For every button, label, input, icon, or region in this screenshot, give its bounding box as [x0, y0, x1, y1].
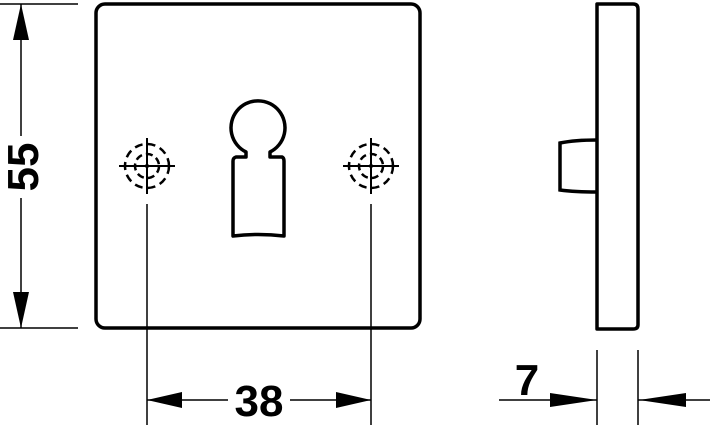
keyhole-outline — [229, 99, 287, 238]
screw-hole-right-icon — [341, 136, 401, 196]
dimension-38: 38 — [147, 377, 371, 425]
dimension-38-label: 38 — [235, 377, 284, 425]
dimension-7: 7 — [499, 350, 710, 425]
dimension-55: 55 — [0, 3, 78, 329]
screw-hole-left-icon — [117, 136, 177, 196]
dimension-55-label: 55 — [0, 143, 48, 192]
dimension-7-label: 7 — [515, 356, 539, 405]
side-plate-outline — [595, 2, 640, 331]
front-plate-outline — [94, 2, 422, 330]
side-keyhole-boss — [558, 138, 598, 194]
